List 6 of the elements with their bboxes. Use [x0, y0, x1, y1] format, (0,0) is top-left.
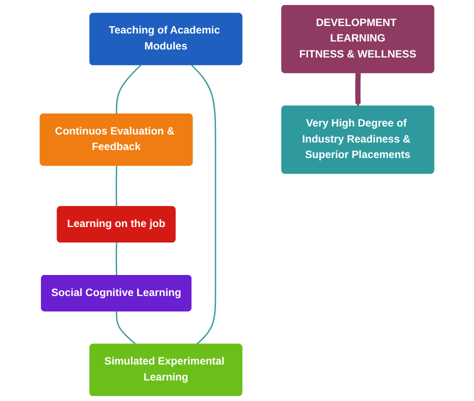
connector: [116, 64, 142, 114]
connector: [116, 166, 118, 207]
arrow: [355, 73, 361, 106]
connector: [116, 242, 118, 276]
connector: [191, 64, 216, 345]
connector: [116, 311, 136, 345]
